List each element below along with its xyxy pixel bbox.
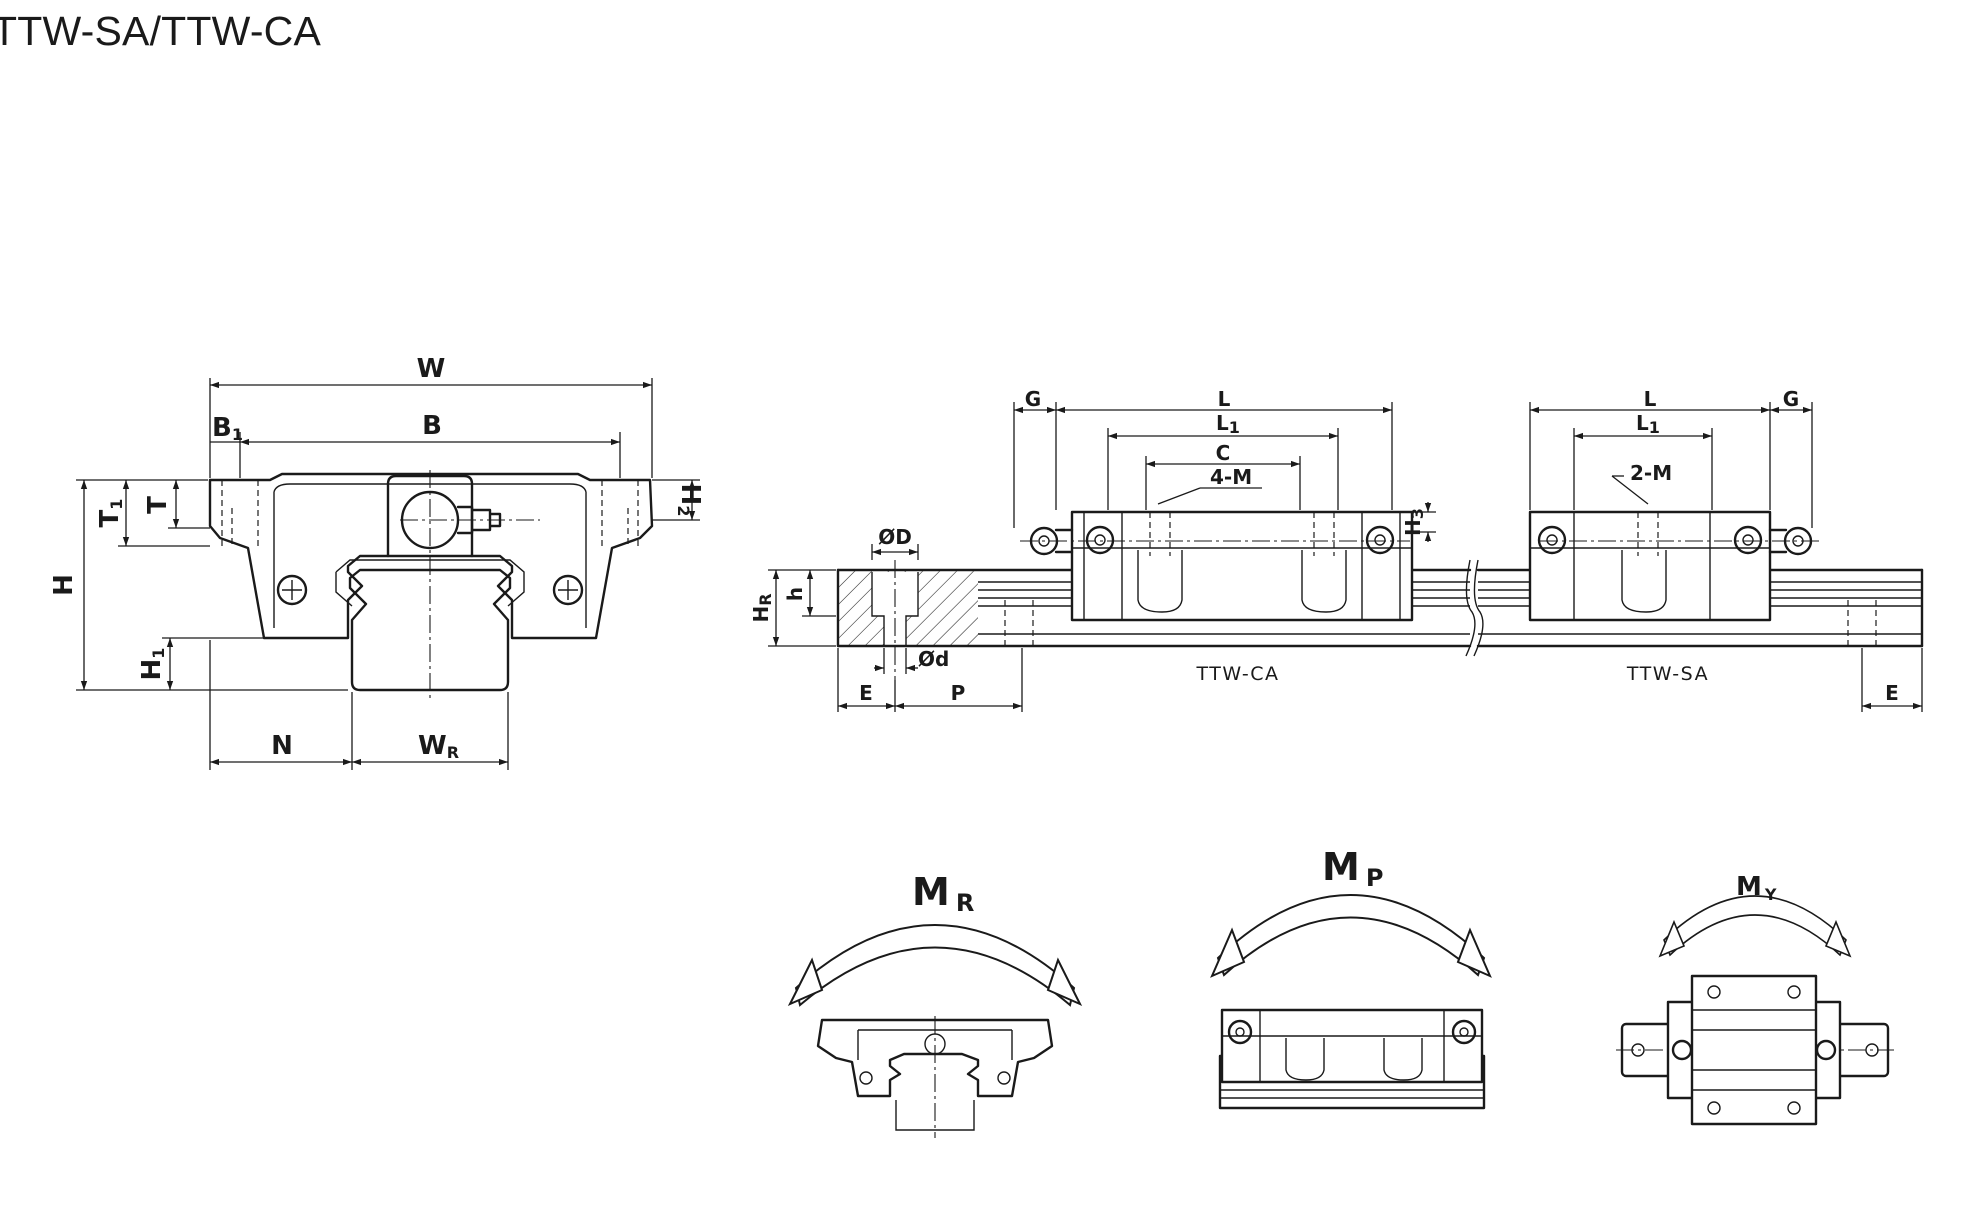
section-view: W B B1 H T1 T H1 H <box>49 354 705 770</box>
side-screws <box>276 574 584 606</box>
caption-ttw-sa: TTW-SA <box>1626 663 1709 685</box>
dim-H2: H2 <box>674 484 705 517</box>
dim-L1-ca: L1 <box>1216 411 1240 437</box>
carriage-ca <box>1020 510 1414 622</box>
dim-L1-sa: L1 <box>1636 411 1660 437</box>
dim-4M: 4-M <box>1210 465 1252 489</box>
dim-W: W <box>417 354 446 384</box>
dim-L-ca: L <box>1218 387 1231 411</box>
flange-holes <box>221 480 639 546</box>
dim-N: N <box>271 731 293 761</box>
dim-T1: T1 <box>95 499 126 528</box>
dim-H3: H3 <box>1401 508 1427 536</box>
dim-E-right: E <box>1885 681 1899 705</box>
rail-profile <box>348 568 512 692</box>
dim-T: T <box>143 496 173 514</box>
dim-B: B <box>422 411 442 441</box>
dim-OD: ØD <box>878 525 912 549</box>
dim-H1: H1 <box>137 648 168 681</box>
dim-E-left: E <box>859 681 873 705</box>
dim-G-left: G <box>1025 387 1041 411</box>
dim-P: P <box>951 681 966 705</box>
caption-ttw-ca: TTW-CA <box>1195 663 1279 685</box>
dim-B1: B1 <box>212 413 243 444</box>
dim-WR: WR <box>418 731 459 762</box>
dim-H: H <box>49 574 79 596</box>
dim-L-sa: L <box>1644 387 1657 411</box>
page-title: TTW-SA/TTW-CA <box>0 8 322 54</box>
dim-2M: 2-M <box>1630 461 1672 485</box>
side-view: L G L1 C 4-M H3 L G <box>749 387 1924 712</box>
side-dimensions: L G L1 C 4-M H3 L G <box>749 387 1923 712</box>
dim-G-right: G <box>1783 387 1799 411</box>
dim-Od: Ød <box>918 647 949 671</box>
dim-C: C <box>1216 441 1231 465</box>
dim-h: h <box>783 587 807 601</box>
section-dimensions: W B B1 H T1 T H1 H <box>49 354 705 770</box>
dim-HR: HR <box>749 593 775 622</box>
carriage-sa <box>1528 510 1820 622</box>
